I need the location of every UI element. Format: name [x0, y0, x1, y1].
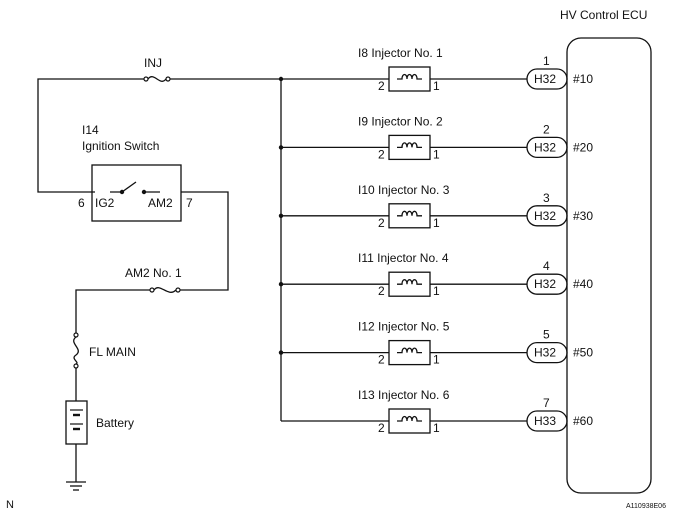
injector-box — [388, 66, 431, 92]
figure-id: A110938E06 — [626, 503, 666, 510]
ecu-terminal: #10 — [573, 72, 593, 86]
connector-code: H32 — [534, 72, 556, 86]
injector-box — [388, 408, 431, 434]
injector-label: I8 Injector No. 1 — [358, 46, 443, 60]
injector-row: I10 Injector No. 3 2 1 H32 3 #30 — [278, 183, 593, 230]
ignition-switch-box — [91, 164, 182, 222]
connector-code: H32 — [534, 346, 556, 360]
injector-coil-icon — [397, 347, 422, 354]
injector-pin-in: 2 — [378, 353, 385, 367]
injector-coil-icon — [397, 73, 422, 80]
injector-label: I10 Injector No. 3 — [358, 183, 450, 197]
injector-box — [388, 134, 431, 161]
injector-pin-in: 2 — [378, 79, 385, 93]
injector-pin-out: 1 — [433, 79, 440, 93]
injector-box — [388, 339, 431, 366]
ignition-switch-code: I14 — [82, 123, 99, 137]
injector-coil-icon — [397, 279, 422, 285]
inj-fuse-symbol — [143, 76, 171, 82]
ecu-terminal: #60 — [573, 414, 593, 428]
connector-pill — [526, 410, 568, 432]
injector-row: I12 Injector No. 5 2 1 H32 5 #50 — [278, 320, 593, 367]
injector-pin-out: 1 — [433, 421, 440, 435]
ecu-box — [566, 37, 652, 494]
ecu-terminal: #40 — [573, 277, 593, 291]
injector-label: I9 Injector No. 2 — [358, 114, 443, 128]
connector-code: H33 — [534, 414, 556, 428]
connector-pin: 7 — [543, 396, 550, 410]
connector-pill — [526, 341, 568, 364]
battery-icon — [70, 409, 83, 431]
injector-coil-icon — [397, 415, 422, 422]
injector-pin-out: 1 — [433, 216, 440, 230]
injector-pin-in: 2 — [378, 216, 385, 230]
wire-am2-to-fuse — [180, 191, 229, 291]
connector-pill — [526, 273, 568, 295]
injector-pin-out: 1 — [433, 284, 440, 298]
ignition-switch-name: Ignition Switch — [82, 139, 159, 153]
fl-main-fuse-symbol — [73, 332, 79, 369]
connector-code: H32 — [534, 209, 556, 223]
battery-box — [65, 400, 88, 445]
switch-terminal-ig2: IG2 — [95, 196, 115, 210]
injector-box — [388, 271, 431, 297]
ecu-terminal: #20 — [573, 140, 593, 154]
inj-fuse-label: INJ — [144, 56, 162, 70]
connector-code: H32 — [534, 277, 556, 291]
battery-label: Battery — [96, 416, 134, 430]
wire-am2-to-flmain — [75, 289, 150, 333]
connector-pin: 1 — [543, 54, 550, 68]
wire-ig2-to-inj — [37, 78, 144, 193]
ground-icon — [66, 481, 86, 491]
connector-pill — [526, 68, 568, 90]
injector-coil-icon — [397, 210, 422, 217]
switch-contact-symbol — [110, 181, 160, 195]
injector-pin-in: 2 — [378, 284, 385, 298]
injector-pin-out: 1 — [433, 147, 440, 161]
injector-box — [388, 203, 431, 229]
am2-fuse-label: AM2 No. 1 — [125, 266, 182, 280]
injector-pin-out: 1 — [433, 353, 440, 367]
injector-label: I13 Injector No. 6 — [358, 388, 450, 402]
connector-pin: 2 — [543, 122, 550, 136]
ecu-terminal: #50 — [573, 346, 593, 360]
fl-main-label: FL MAIN — [89, 345, 136, 359]
ecu-title: HV Control ECU — [560, 8, 647, 22]
switch-pin-right: 7 — [186, 196, 193, 210]
switch-pin-left: 6 — [78, 196, 85, 210]
injector-coil-icon — [397, 142, 422, 149]
switch-terminal-am2: AM2 — [148, 196, 173, 210]
injector-row: I13 Injector No. 6 2 1 H33 7 #60 — [281, 388, 593, 435]
corner-label-left: N — [6, 499, 14, 511]
injector-pin-in: 2 — [378, 147, 385, 161]
injector-pin-in: 2 — [378, 421, 385, 435]
connector-pill — [526, 136, 568, 159]
ecu-terminal: #30 — [573, 209, 593, 223]
am2-fuse-symbol — [149, 287, 181, 293]
connector-code: H32 — [534, 140, 556, 154]
connector-pin: 3 — [543, 191, 550, 205]
injector-row: I11 Injector No. 4 2 1 H32 4 #40 — [278, 251, 593, 298]
injector-label: I11 Injector No. 4 — [358, 251, 449, 265]
injector-label: I12 Injector No. 5 — [358, 320, 450, 334]
connector-pin: 5 — [543, 328, 550, 342]
injector-row: I9 Injector No. 2 2 1 H32 2 #20 — [278, 114, 593, 161]
connector-pill — [526, 205, 568, 227]
connector-pin: 4 — [543, 259, 550, 273]
